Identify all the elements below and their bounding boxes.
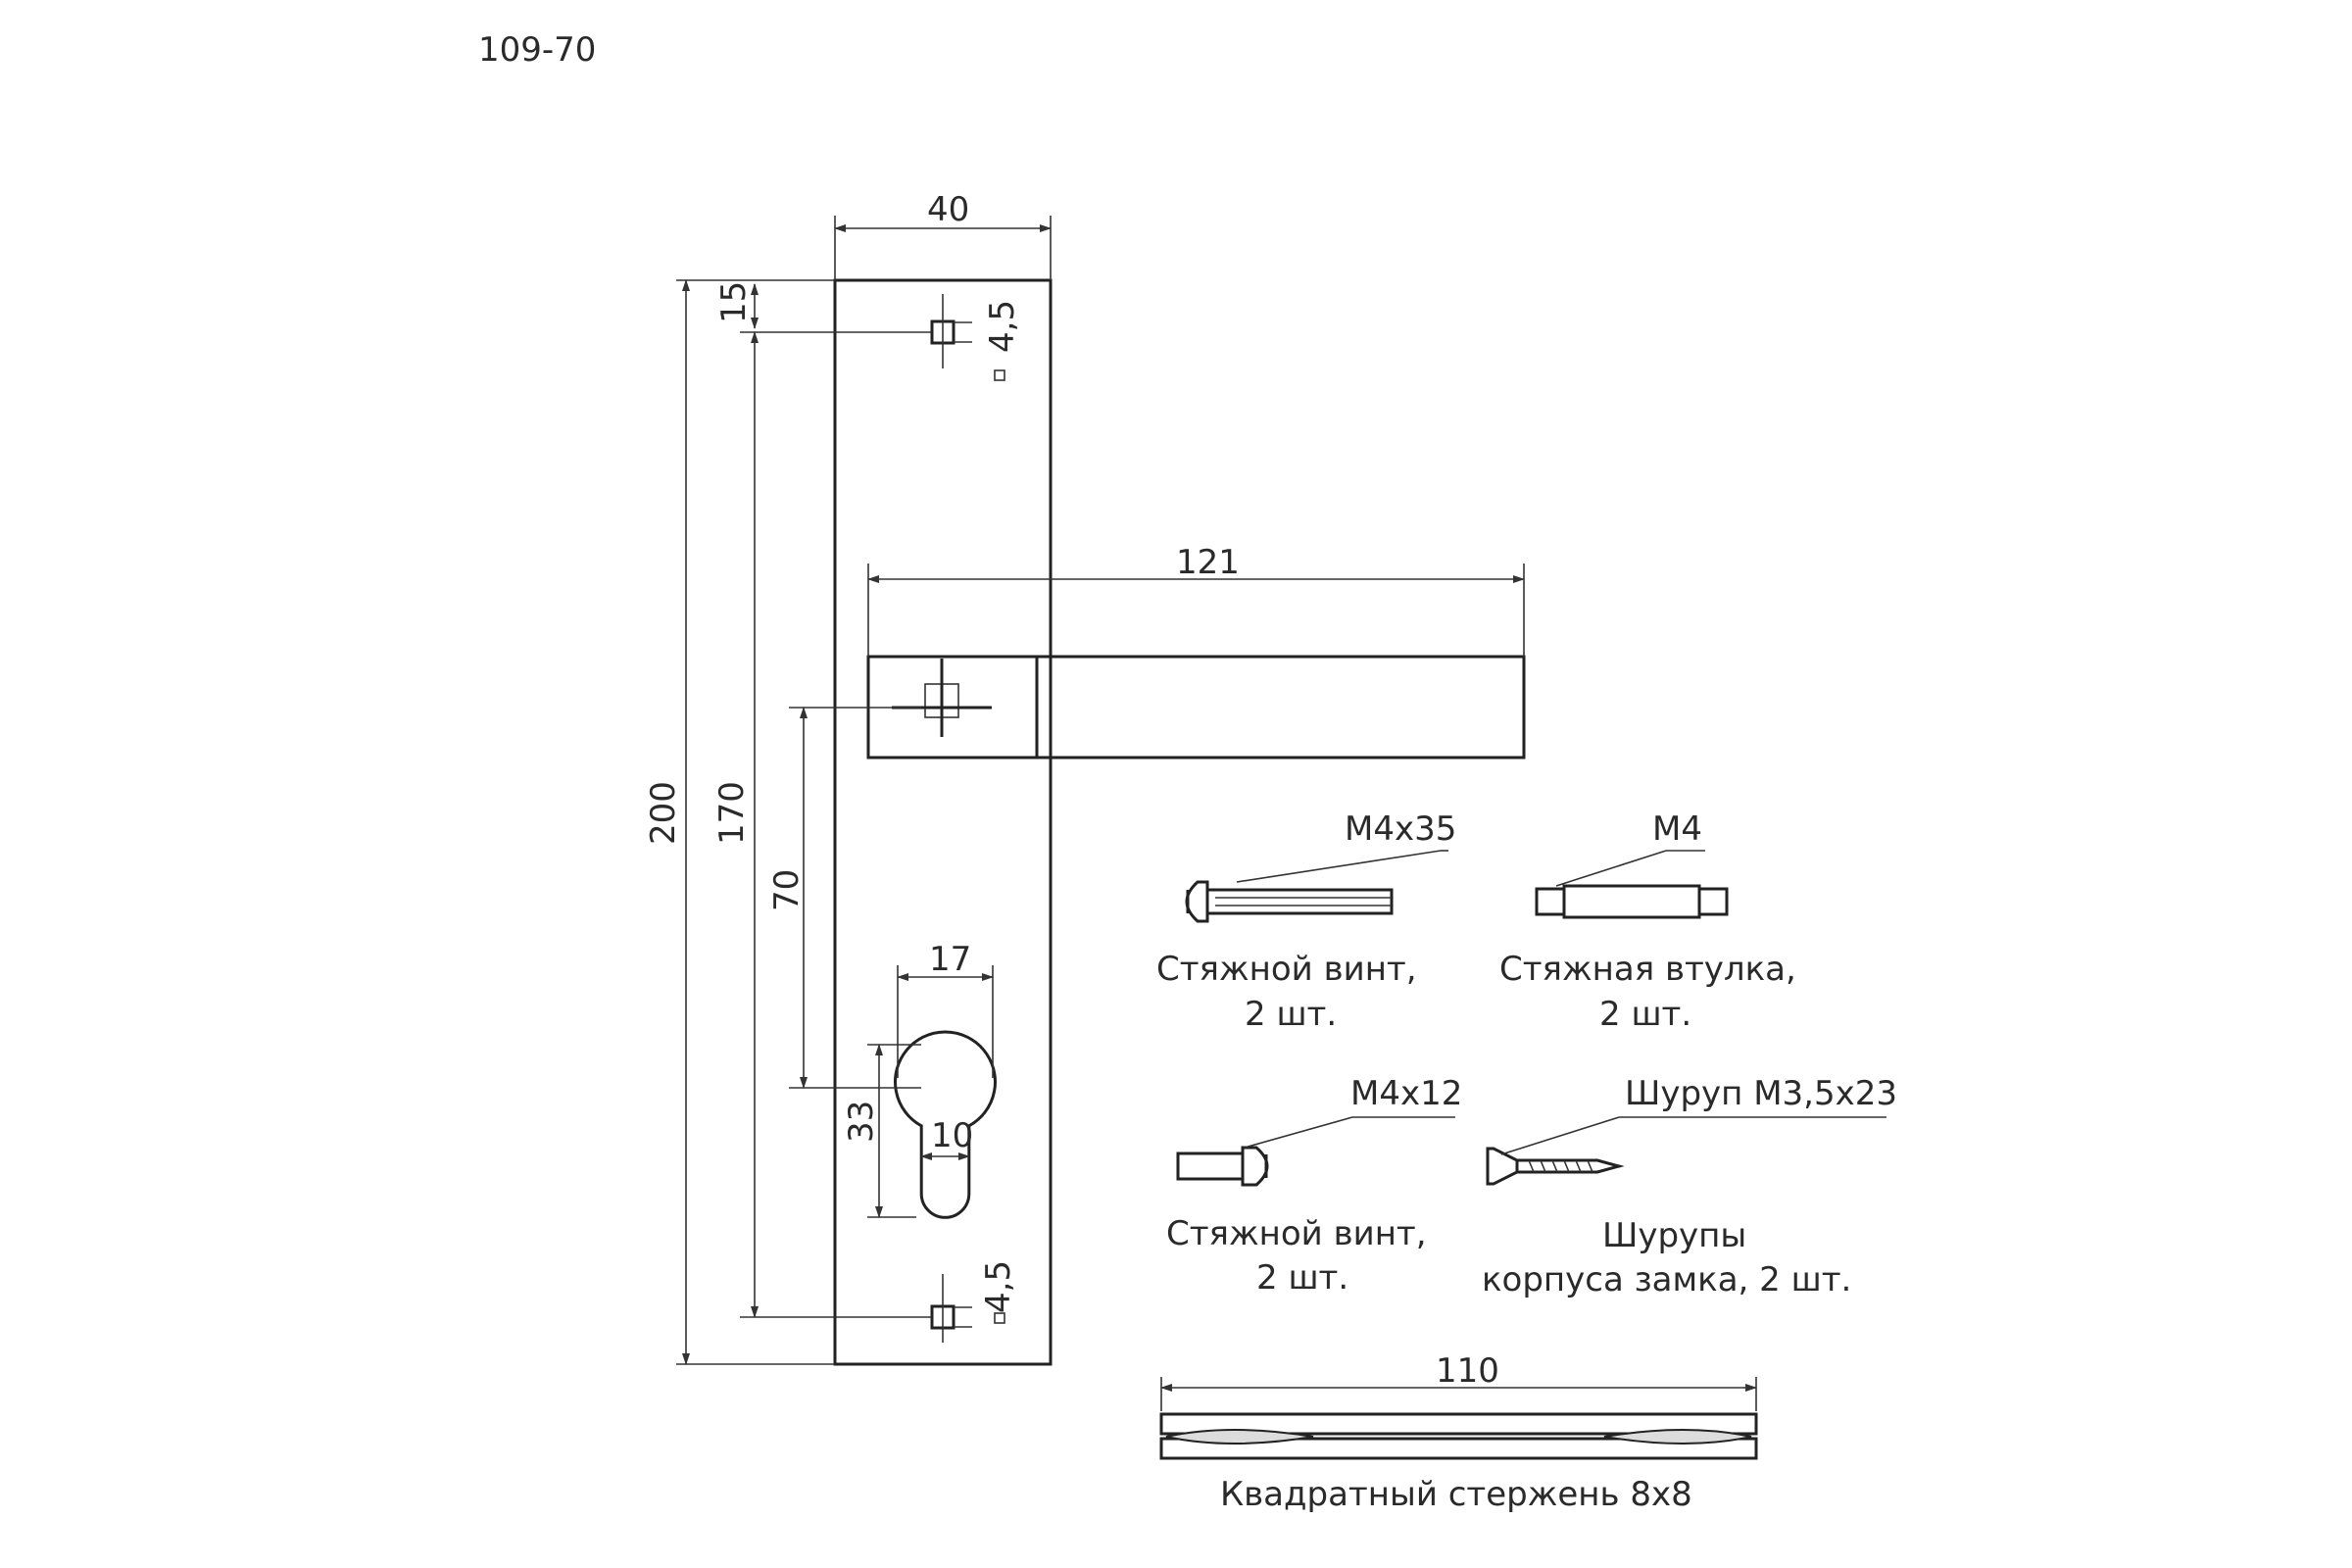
wood-screw-spec: Шуруп М3,5х23 <box>1625 1074 1897 1113</box>
rod-length-label: 110 <box>1436 1351 1499 1391</box>
long-screw <box>1185 850 1448 923</box>
long-screw-caption-2: 2 шт. <box>1245 995 1337 1034</box>
top-offset-label: 15 <box>714 281 754 323</box>
plate-width-label: 40 <box>927 190 969 229</box>
short-screw-spec: M4x12 <box>1350 1074 1462 1113</box>
short-screw-caption-2: 2 шт. <box>1256 1258 1348 1298</box>
top-hole-size-label: 4,5 <box>983 300 1022 353</box>
handle-length-label: 121 <box>1176 543 1240 582</box>
short-screw <box>1176 1116 1455 1187</box>
cylinder-cutout <box>894 1030 997 1219</box>
square-symbol-icon <box>994 369 1005 381</box>
cylinder-width-label: 17 <box>929 940 971 979</box>
rod-caption: Квадратный стержень 8х8 <box>1220 1475 1692 1514</box>
back-plate <box>833 278 1053 1366</box>
model-number: 109-70 <box>478 30 596 70</box>
square-symbol-icon <box>994 1312 1005 1324</box>
long-screw-spec: M4x35 <box>1345 809 1456 849</box>
bottom-hole-size-label: 4,5 <box>979 1260 1018 1313</box>
spindle-distance-label: 70 <box>767 869 807 911</box>
long-screw-caption-1: Стяжной винт, <box>1156 950 1417 989</box>
short-screw-caption-1: Стяжной винт, <box>1166 1214 1427 1253</box>
cylinder-slot-label: 10 <box>931 1116 973 1155</box>
wood-screw-caption-2: корпуса замка, 2 шт. <box>1482 1260 1851 1299</box>
cylinder-height-label: 33 <box>842 1101 881 1143</box>
plate-height-label: 200 <box>644 781 683 845</box>
wood-screw <box>1486 1116 1886 1186</box>
square-rod <box>1159 1412 1758 1460</box>
bushing-caption-2: 2 шт. <box>1599 995 1691 1034</box>
wood-screw-caption-1: Шурупы <box>1602 1216 1746 1255</box>
bushing-spec: M4 <box>1652 809 1702 849</box>
bushing <box>1535 850 1729 919</box>
bushing-caption-1: Стяжная втулка, <box>1499 950 1796 989</box>
handle-lever <box>1035 655 1526 760</box>
hole-spacing-label: 170 <box>712 781 752 845</box>
